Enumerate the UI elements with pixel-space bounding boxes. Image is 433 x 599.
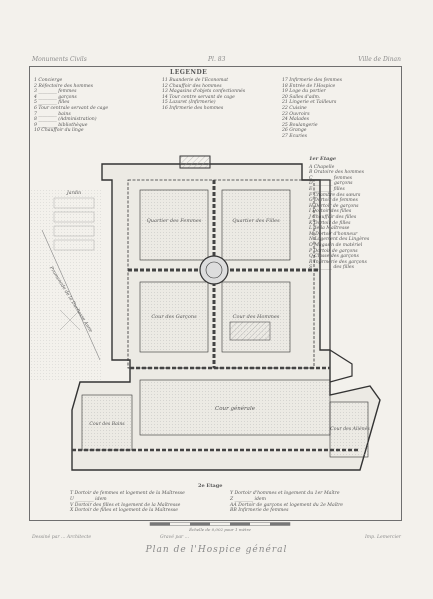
- label-court-2: Quartier des Filles: [232, 218, 280, 224]
- legend-entry: G Dortoir de femmes: [309, 198, 358, 204]
- legend-entry: 20 Salles d'adm.: [282, 94, 321, 100]
- legend-entry: P Dortoir de garçons: [309, 248, 358, 254]
- legend-entry: F Chambre des sœurs: [309, 192, 361, 198]
- legend-entry: 6 Tour centrale servant de cage: [34, 105, 109, 111]
- legend-entry: 4 ________ garçons: [34, 94, 77, 100]
- legend-first-floor: 1er Etage A Chapelle B Oratoire des homm…: [309, 156, 381, 271]
- legend-column-1: 1 Concierge 2 Réfectoire des hommes 3 __…: [34, 78, 108, 134]
- scale-bar: Échelle de 0,002 pour 1 mètre: [110, 522, 330, 532]
- legend-entry: K Dortoir de filles: [309, 220, 351, 226]
- legend-entry: M Dortoir d'honneur: [309, 231, 358, 237]
- garden-beds: [53, 197, 95, 251]
- plate-frame: [29, 66, 402, 521]
- legend-entry: J Chauffoir des filles: [309, 214, 357, 220]
- credit-printer: Imp. Lemercier: [364, 535, 401, 540]
- legend-entry: R Infirmerie des garçons: [309, 259, 367, 265]
- legend-entry: Y Dortoir d'hommes et logement du 1er Ma…: [230, 491, 340, 496]
- legend-entry: D ________ garçons: [309, 181, 353, 187]
- legend-entry: 1 Concierge: [34, 78, 63, 83]
- legend-entry: X Dortoir de filles et logement de la Ma…: [70, 508, 178, 514]
- floor-plan: Quartier des Femmes Quartier des Filles …: [30, 155, 381, 471]
- legend-entry: B Oratoire des hommes: [309, 170, 364, 176]
- legend-entry: O Magasin de matériel: [309, 242, 363, 248]
- legend-entry: E ________ filles: [309, 186, 345, 192]
- legend-entry: A Chapelle: [309, 164, 335, 170]
- legend-second-floor: 2e Etage T Dortoir de femmes et logement…: [30, 483, 401, 520]
- legend-entry: BB Infirmerie de femmes: [230, 508, 289, 514]
- legend-entry: 2 Réfectoire des hommes: [34, 83, 93, 89]
- legend-entry: 21 Lingerie et Tailleurs: [282, 100, 337, 106]
- plate-caption: Plan de l'Hospice général: [145, 545, 288, 555]
- main-building: [71, 155, 381, 471]
- header-series: Monuments Civils: [32, 56, 87, 63]
- legend-entry: I Dortoir des filles: [309, 209, 352, 215]
- legend-entry: 5 ________ filles: [34, 100, 70, 106]
- legend-entry: S ________ des filles: [309, 265, 354, 271]
- scale-bar-graphic: [149, 522, 291, 526]
- legend-second-floor-title: 2e Etage: [198, 483, 223, 489]
- legend-entry: 12 Chauffoir des hommes: [162, 83, 222, 89]
- label-court-left: Cour des Bains: [89, 421, 125, 427]
- legend-entry: 19 Loge du portier: [282, 89, 326, 95]
- legend-entry: 13 Magasins d'objets confectionnés: [162, 89, 246, 95]
- street-area: [30, 190, 102, 380]
- legend-entry: T Dortoir de femmes et logement de la Ma…: [70, 491, 185, 496]
- legend-entry: 15 Lazaret (Infirmerie): [162, 100, 216, 106]
- legend-entry: N Logement des Lingères: [309, 237, 370, 243]
- legend-entry: 18 Entrée de l'Hospice: [282, 83, 336, 89]
- legend-entry: 9 ________ bibliothèque: [34, 122, 88, 128]
- credit-draftsman: Dessiné par ... Architecte: [32, 535, 92, 540]
- legend-title: LEGENDE: [170, 69, 208, 76]
- legend-entry: Q Classe des garçons: [309, 254, 359, 260]
- legend-entry: 7 ________ bains: [34, 111, 71, 117]
- legend-entry: U ________ idem: [70, 496, 107, 502]
- legend-entry: 10 Chauffoir du linge: [34, 128, 84, 134]
- label-court-3: Cour des Garçons: [151, 314, 197, 320]
- scale-label: Échelle de 0,002 pour 1 mètre: [189, 527, 251, 532]
- legend-first-floor-title: 1er Etage: [309, 156, 337, 162]
- legend-entry: 11 Buanderie de l'Economat: [162, 78, 229, 83]
- plate-credits: Dessiné par ... Architecte Gravé par ...…: [30, 535, 403, 543]
- credit-engraver: Gravé par ...: [160, 535, 190, 540]
- legend-ground-floor: LEGENDE 1 Concierge 2 Réfectoire des hom…: [30, 68, 401, 148]
- legend-entry: 25 Boulangerie: [282, 122, 318, 128]
- label-court-5: Cour générale: [215, 405, 256, 412]
- legend-column-3: 17 Infirmerie des femmes 18 Entrée de l'…: [282, 78, 342, 140]
- legend-column-left: T Dortoir de femmes et logement de la Ma…: [70, 491, 185, 514]
- legend-entry: 17 Infirmerie des femmes: [282, 78, 342, 83]
- legend-column-right: Y Dortoir d'hommes et logement du 1er Ma…: [230, 491, 343, 514]
- legend-entry: 8 ________ (Administration): [34, 117, 97, 123]
- header-town: Ville de Dinan: [358, 56, 401, 63]
- label-court-4: Cour des Hommes: [233, 314, 280, 320]
- legend-entry: C ________ femmes: [309, 175, 353, 181]
- legend-entry: 22 Cuisine: [282, 105, 307, 111]
- legend-entry: 26 Grange: [282, 128, 307, 134]
- legend-entry: V Dortoir des filles et logement de la M…: [70, 502, 181, 508]
- legend-entry: 23 Ouvroirs: [282, 111, 310, 117]
- legend-entry: 27 Ecuries: [282, 133, 307, 139]
- plate-header: Monuments Civils Pl. 83 Ville de Dinan: [30, 56, 403, 66]
- legend-entry: 24 Malades: [282, 117, 309, 123]
- legend-entry: Z ________ idem: [230, 496, 266, 502]
- legend-entry: 14 Tour centre servant de cage: [162, 94, 235, 100]
- label-court-right: Cour des Aliénés: [330, 425, 370, 432]
- legend-entry: H Dortoir de garçons: [309, 203, 359, 209]
- legend-column-2: 11 Buanderie de l'Economat 12 Chauffoir …: [162, 78, 245, 112]
- header-plate-number: Pl. 83: [208, 56, 226, 63]
- legend-entry: L de la Maîtresse: [309, 226, 350, 232]
- label-court-1: Quartier des Femmes: [147, 218, 202, 224]
- legend-entry: 16 Infirmerie des hommes: [162, 105, 224, 111]
- label-garden: Jardin: [66, 190, 81, 196]
- legend-entry: 3 ________ femmes: [34, 89, 77, 95]
- right-wing: [302, 179, 353, 383]
- legend-entry: AA Dortoir de garçons et logement du 2e …: [230, 502, 343, 508]
